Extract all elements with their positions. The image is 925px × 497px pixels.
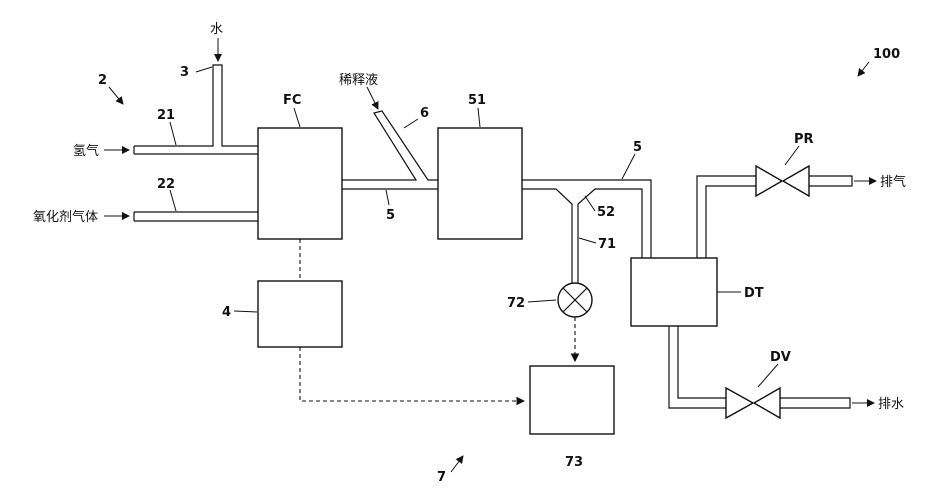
label-diluent: 稀释液 [339,73,378,88]
label-21: 21 [157,108,175,123]
label-5b: 5 [633,140,642,155]
controller-4-box [258,281,342,347]
label-73: 73 [565,455,583,470]
hydrogen-pipe-21 [134,65,258,154]
label-drain: 排水 [878,397,904,412]
label-51: 51 [468,93,486,108]
leader-7 [451,456,463,472]
fuel-cell-fc-box [258,128,342,239]
label-dt: DT [744,286,764,301]
signal-4-to-73 [300,347,524,401]
leader-72 [528,300,556,302]
leader-2 [109,87,123,104]
label-exhaust-gas: 排气 [880,174,906,190]
unit-73-box [530,366,614,434]
leader-100 [858,62,869,76]
label-hydrogen: 氢气 [73,143,99,159]
leader-4 [234,311,257,312]
leader-51 [478,108,480,127]
dt-tank-box [631,258,717,326]
label-3: 3 [180,65,189,80]
valve-dv [726,388,780,418]
label-52: 52 [597,205,615,220]
label-dv: DV [770,350,791,365]
label-system-100: 100 [873,47,900,62]
leader-dv [758,364,778,387]
leader-3 [196,67,212,72]
label-22: 22 [157,177,175,192]
label-2: 2 [98,73,107,88]
leader-fc [294,108,300,127]
leader-pr [785,146,799,165]
gas-outlet-pipe [697,176,852,258]
label-pr: PR [794,132,814,147]
leader-5a [386,190,389,205]
label-water: 水 [210,22,223,37]
drain-outlet-pipe [669,326,850,408]
label-fc: FC [283,93,301,108]
diluent-inlet-arrow [367,87,378,109]
exhaust-pipe-5-first [342,111,438,189]
label-6: 6 [420,106,429,121]
label-oxidant: 氧化剂气体 [33,209,98,225]
valve-pr [756,166,809,196]
unit-51-box [438,128,522,239]
leader-22 [170,190,176,211]
leader-71 [579,238,596,243]
label-4: 4 [222,305,231,320]
label-7: 7 [437,470,446,485]
leader-21 [170,122,176,145]
label-5a: 5 [386,208,395,223]
label-72: 72 [507,296,525,311]
valve-72 [558,283,592,317]
label-71: 71 [598,237,616,252]
leader-5b [622,154,635,179]
oxidant-pipe-22 [134,212,258,221]
leader-52 [585,196,595,211]
leader-6 [404,119,418,128]
